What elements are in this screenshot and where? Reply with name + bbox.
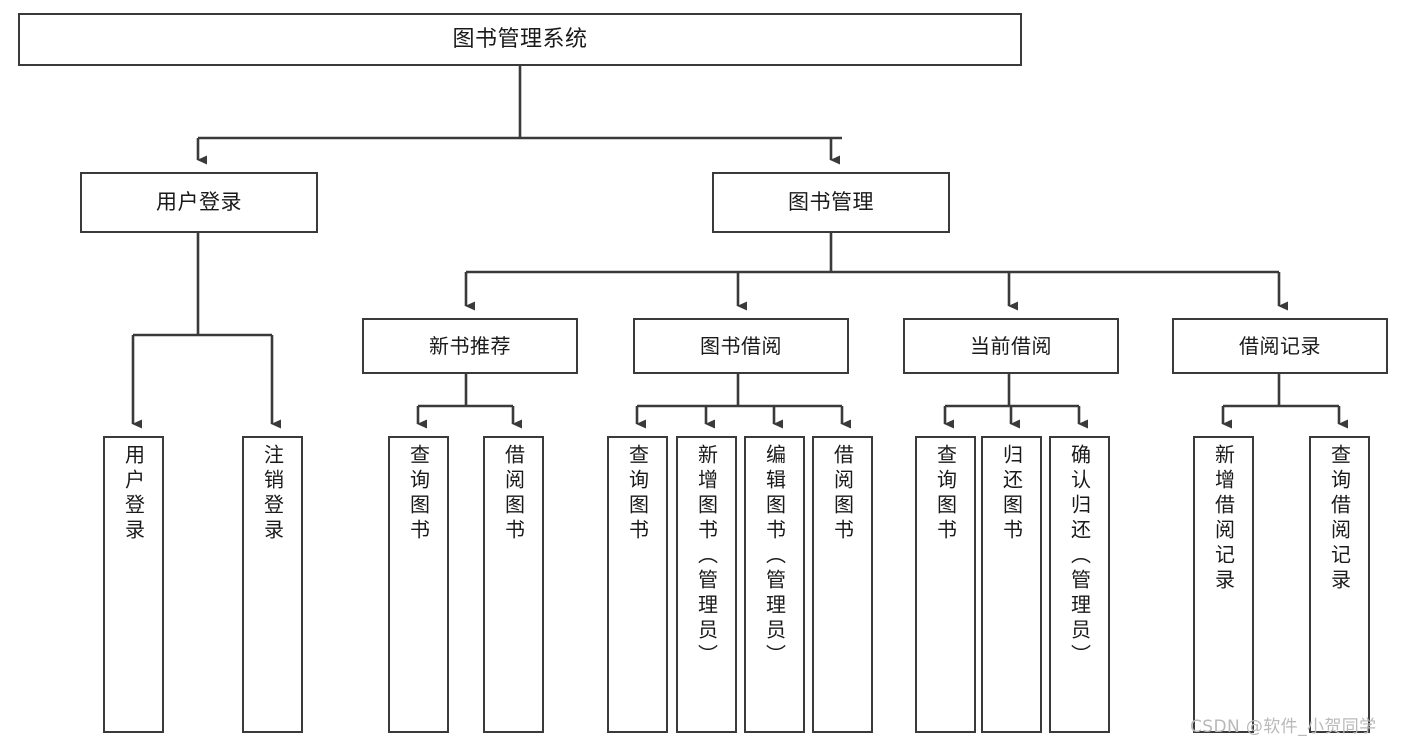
watermark: CSDN @软件_小贺同学: [1190, 717, 1377, 737]
leaf-return-book-label: 归还图书: [999, 444, 1024, 544]
node-root[interactable]: 图书管理系统: [18, 13, 1022, 66]
leaf-add-book[interactable]: 新增图书（管理员）: [676, 436, 737, 733]
node-book-borrow[interactable]: 图书借阅: [633, 318, 849, 374]
leaf-user-login-label: 用户登录: [121, 444, 146, 544]
leaf-user-login[interactable]: 用户登录: [103, 436, 164, 733]
node-user-login-label: 用户登录: [156, 190, 242, 215]
leaf-confirm-return[interactable]: 确认归还（管理员）: [1049, 436, 1110, 733]
leaf-edit-book[interactable]: 编辑图书（管理员）: [744, 436, 805, 733]
leaf-return-book[interactable]: 归还图书: [981, 436, 1042, 733]
leaf-query-book-3-label: 查询图书: [933, 444, 958, 544]
leaf-query-record[interactable]: 查询借阅记录: [1309, 436, 1370, 733]
leaf-borrow-book-1-label: 借阅图书: [501, 444, 526, 544]
node-root-label: 图书管理系统: [452, 26, 588, 52]
node-new-book-recommend-label: 新书推荐: [429, 333, 511, 358]
leaf-add-record[interactable]: 新增借阅记录: [1193, 436, 1254, 733]
leaf-user-logout[interactable]: 注销登录: [242, 436, 303, 733]
leaf-borrow-book-1[interactable]: 借阅图书: [483, 436, 544, 733]
leaf-add-record-label: 新增借阅记录: [1211, 444, 1236, 594]
node-book-management[interactable]: 图书管理: [712, 172, 950, 233]
leaf-query-book-2-label: 查询图书: [625, 444, 650, 544]
leaf-add-book-label: 新增图书（管理员）: [694, 444, 719, 669]
leaf-query-book-2[interactable]: 查询图书: [607, 436, 668, 733]
leaf-confirm-return-label: 确认归还（管理员）: [1067, 444, 1092, 669]
node-book-borrow-label: 图书借阅: [700, 333, 782, 358]
node-borrow-record[interactable]: 借阅记录: [1172, 318, 1388, 374]
leaf-query-record-label: 查询借阅记录: [1327, 444, 1352, 594]
leaf-query-book-3[interactable]: 查询图书: [915, 436, 976, 733]
node-borrow-record-label: 借阅记录: [1239, 333, 1321, 358]
node-current-borrow[interactable]: 当前借阅: [903, 318, 1119, 374]
leaf-query-book-1[interactable]: 查询图书: [388, 436, 449, 733]
node-current-borrow-label: 当前借阅: [970, 333, 1052, 358]
leaf-borrow-book-2-label: 借阅图书: [830, 444, 855, 544]
leaf-user-logout-label: 注销登录: [260, 444, 285, 544]
node-new-book-recommend[interactable]: 新书推荐: [362, 318, 578, 374]
node-user-login[interactable]: 用户登录: [80, 172, 318, 233]
leaf-query-book-1-label: 查询图书: [406, 444, 431, 544]
leaf-edit-book-label: 编辑图书（管理员）: [762, 444, 787, 669]
node-book-management-label: 图书管理: [788, 190, 874, 215]
leaf-borrow-book-2[interactable]: 借阅图书: [812, 436, 873, 733]
